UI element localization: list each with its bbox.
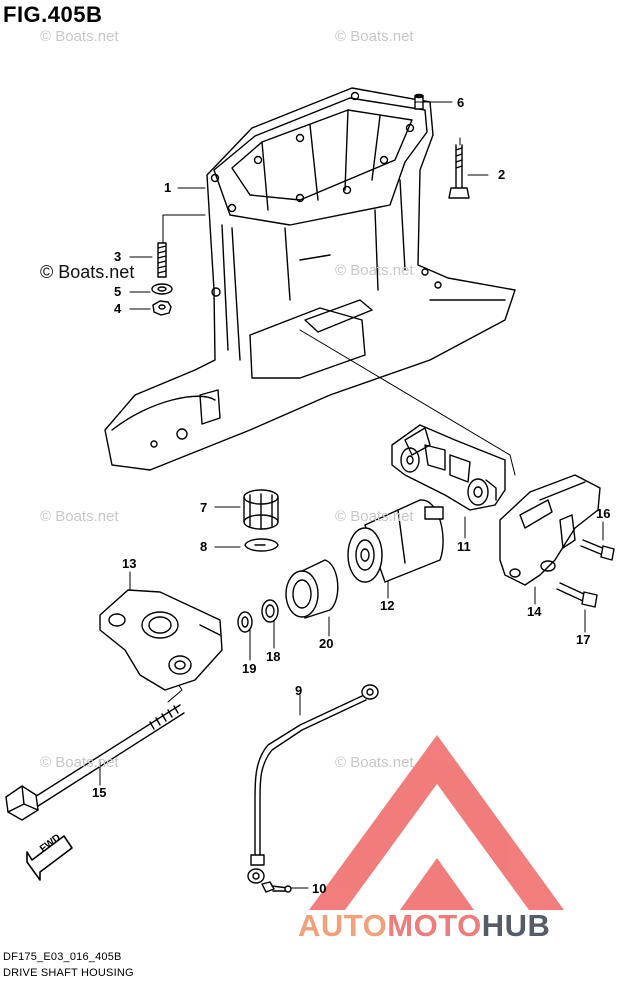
automotohub-logo-icon <box>309 735 564 910</box>
brand-part-2: MOTO <box>387 908 482 943</box>
long-through-bolt-part <box>5 704 185 821</box>
callout-12: 12 <box>380 598 395 613</box>
callout-1: 1 <box>164 180 172 195</box>
mount-rubber-upper-part <box>391 424 506 511</box>
collar-part <box>285 559 339 619</box>
lock-washer-part <box>237 611 253 633</box>
callout-6: 6 <box>457 95 465 110</box>
callout-8: 8 <box>200 539 208 554</box>
automotohub-logo: AUTOMOTOHUB <box>298 908 550 944</box>
watermark: © Boats.net <box>335 754 414 771</box>
brand-part-3: HUB <box>481 908 551 943</box>
callout-3: 3 <box>114 249 122 264</box>
drive-shaft-housing <box>104 87 516 471</box>
callout-10: 10 <box>312 881 327 896</box>
watermark-dark: © Boats.net <box>40 262 135 282</box>
callout-15: 15 <box>92 785 107 800</box>
callout-17: 17 <box>576 632 591 647</box>
mount-bracket-part <box>499 474 601 586</box>
callout-2: 2 <box>498 167 506 182</box>
ground-screw-part <box>261 881 292 893</box>
watermark: © Boats.net <box>335 508 414 525</box>
callout-11: 11 <box>457 539 471 554</box>
watermark: © Boats.net <box>40 28 119 45</box>
washer-part <box>151 283 173 295</box>
bracket-bolt-lower-part <box>556 582 598 608</box>
callout-19: 19 <box>242 661 257 676</box>
brand-part-1: AUTO <box>298 908 388 943</box>
figure-code: DF175_E03_016_405B <box>3 951 122 963</box>
mount-rubber-cylinder-part <box>347 499 444 583</box>
housing-bolt-part <box>448 144 470 199</box>
leader-lines <box>99 101 604 889</box>
thrust-washer-part <box>261 599 279 623</box>
bracket-bolt-upper-part <box>580 539 615 561</box>
bushing-cap-part <box>243 489 279 530</box>
watermark: © Boats.net <box>40 754 119 771</box>
callout-9: 9 <box>295 683 303 698</box>
callout-16: 16 <box>596 506 611 521</box>
callout-4: 4 <box>114 301 122 316</box>
callout-14: 14 <box>527 604 542 619</box>
callout-20: 20 <box>319 636 334 651</box>
nut-part <box>152 300 172 316</box>
callout-18: 18 <box>266 649 281 664</box>
figure-name: DRIVE SHAFT HOUSING <box>3 967 134 979</box>
watermark: © Boats.net <box>335 262 414 279</box>
ground-wire-part <box>247 684 379 884</box>
mount-housing-part <box>99 589 223 691</box>
callout-13: 13 <box>122 556 137 571</box>
callout-5: 5 <box>114 284 122 299</box>
clip-part <box>244 538 279 552</box>
fwd-arrow-icon <box>26 835 73 881</box>
figure-title: FIG.405B <box>3 2 103 27</box>
watermark: © Boats.net <box>40 508 119 525</box>
stud-part <box>157 242 167 278</box>
watermark: © Boats.net <box>335 28 414 45</box>
callout-7: 7 <box>200 500 208 515</box>
